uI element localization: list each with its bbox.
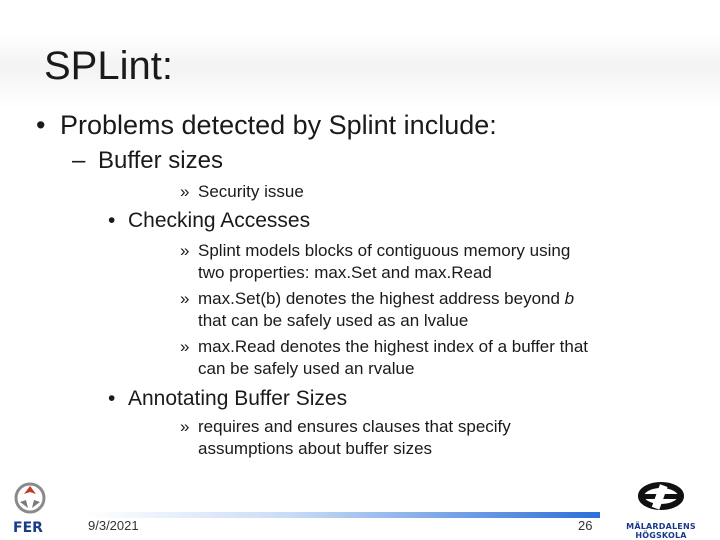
buffer-sizes-text: Buffer sizes: [98, 147, 223, 174]
bullet-marker: •: [36, 110, 46, 140]
mdh-logo: MÄLARDALENS HÖGSKOLA: [606, 482, 716, 540]
annotating-item-1-line2: assumptions about buffer sizes: [198, 439, 433, 458]
checking-sub-list: » Splint models blocks of contiguous memo…: [180, 240, 680, 380]
fer-logo-icon: FER: [13, 482, 46, 536]
bullet-buffer-sizes: –Buffer sizes: [72, 147, 223, 175]
sub-marker: »: [180, 241, 190, 260]
sub-marker: »: [180, 289, 190, 308]
bullet-marker: •: [108, 387, 116, 410]
footer-bar: [84, 512, 600, 518]
checking-item-2-line1: max.Set(b) denotes the highest address b…: [198, 289, 565, 308]
mdh-logo-text: MÄLARDALENS HÖGSKOLA: [626, 522, 696, 540]
fer-logo-text: FER: [13, 520, 43, 536]
bullet-checking-accesses: • Checking Accesses: [108, 208, 310, 234]
bullet-annotating: • Annotating Buffer Sizes: [108, 386, 347, 412]
bullet-main: • Problems detected by Splint include:: [36, 109, 497, 141]
sub-marker: »: [180, 337, 190, 356]
security-issue-text: Security issue: [198, 182, 304, 201]
checking-accesses-text: Checking Accesses: [128, 209, 311, 232]
checking-item-2: » max.Set(b) denotes the highest address …: [180, 288, 680, 310]
annotating-item-1-line1: requires and ensures clauses that specif…: [198, 417, 511, 436]
mdh-logo-icon: [638, 482, 684, 510]
checking-item-1-line2: two properties: max.Set and max.Read: [198, 263, 492, 282]
annotating-sub-list: » requires and ensures clauses that speci…: [180, 416, 680, 460]
bullet-security-issue: » Security issue: [180, 181, 680, 203]
bullet-main-text: Problems detected by Splint include:: [60, 110, 497, 140]
security-row: » Security issue: [180, 181, 680, 203]
checking-item-3-line2: can be safely used an rvalue: [198, 359, 415, 378]
annotating-text: Annotating Buffer Sizes: [128, 387, 348, 410]
title-band: [0, 34, 720, 108]
sub-marker: »: [180, 182, 190, 201]
footer-date: 9/3/2021: [88, 518, 139, 533]
checking-item-1-line1: Splint models blocks of contiguous memor…: [198, 241, 571, 260]
checking-item-2-var: b: [564, 289, 575, 308]
dash-marker: –: [72, 147, 86, 174]
checking-item-3-line1: max.Read denotes the highest index of a …: [198, 337, 589, 356]
checking-item-2-line2: that can be safely used as an lvalue: [198, 311, 469, 330]
page-number: 26: [578, 518, 593, 533]
checking-item-1: » Splint models blocks of contiguous memo…: [180, 240, 680, 262]
checking-item-3: » max.Read denotes the highest index of a…: [180, 336, 680, 358]
annotating-item-1: » requires and ensures clauses that speci…: [180, 416, 680, 438]
slide-title: SPLint:: [44, 44, 173, 88]
bullet-marker: •: [108, 209, 116, 232]
sub-marker: »: [180, 417, 190, 436]
